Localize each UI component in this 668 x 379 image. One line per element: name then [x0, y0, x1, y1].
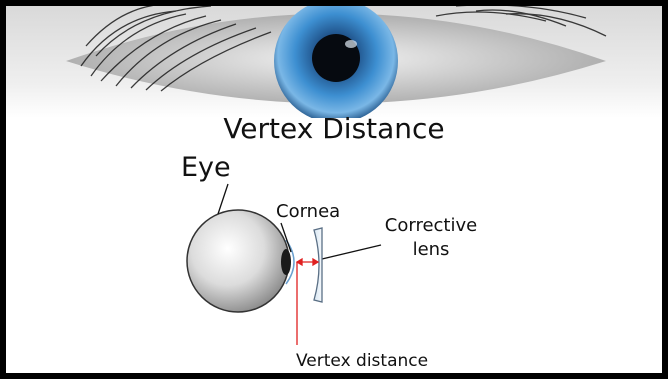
iris-shape	[281, 249, 291, 275]
vertex-distance-measure	[297, 259, 318, 345]
eyeball-shape	[187, 210, 289, 312]
eye-pointer-line	[218, 184, 228, 214]
corrective-lens-shape	[314, 228, 322, 302]
lens-pointer-line	[322, 245, 381, 259]
